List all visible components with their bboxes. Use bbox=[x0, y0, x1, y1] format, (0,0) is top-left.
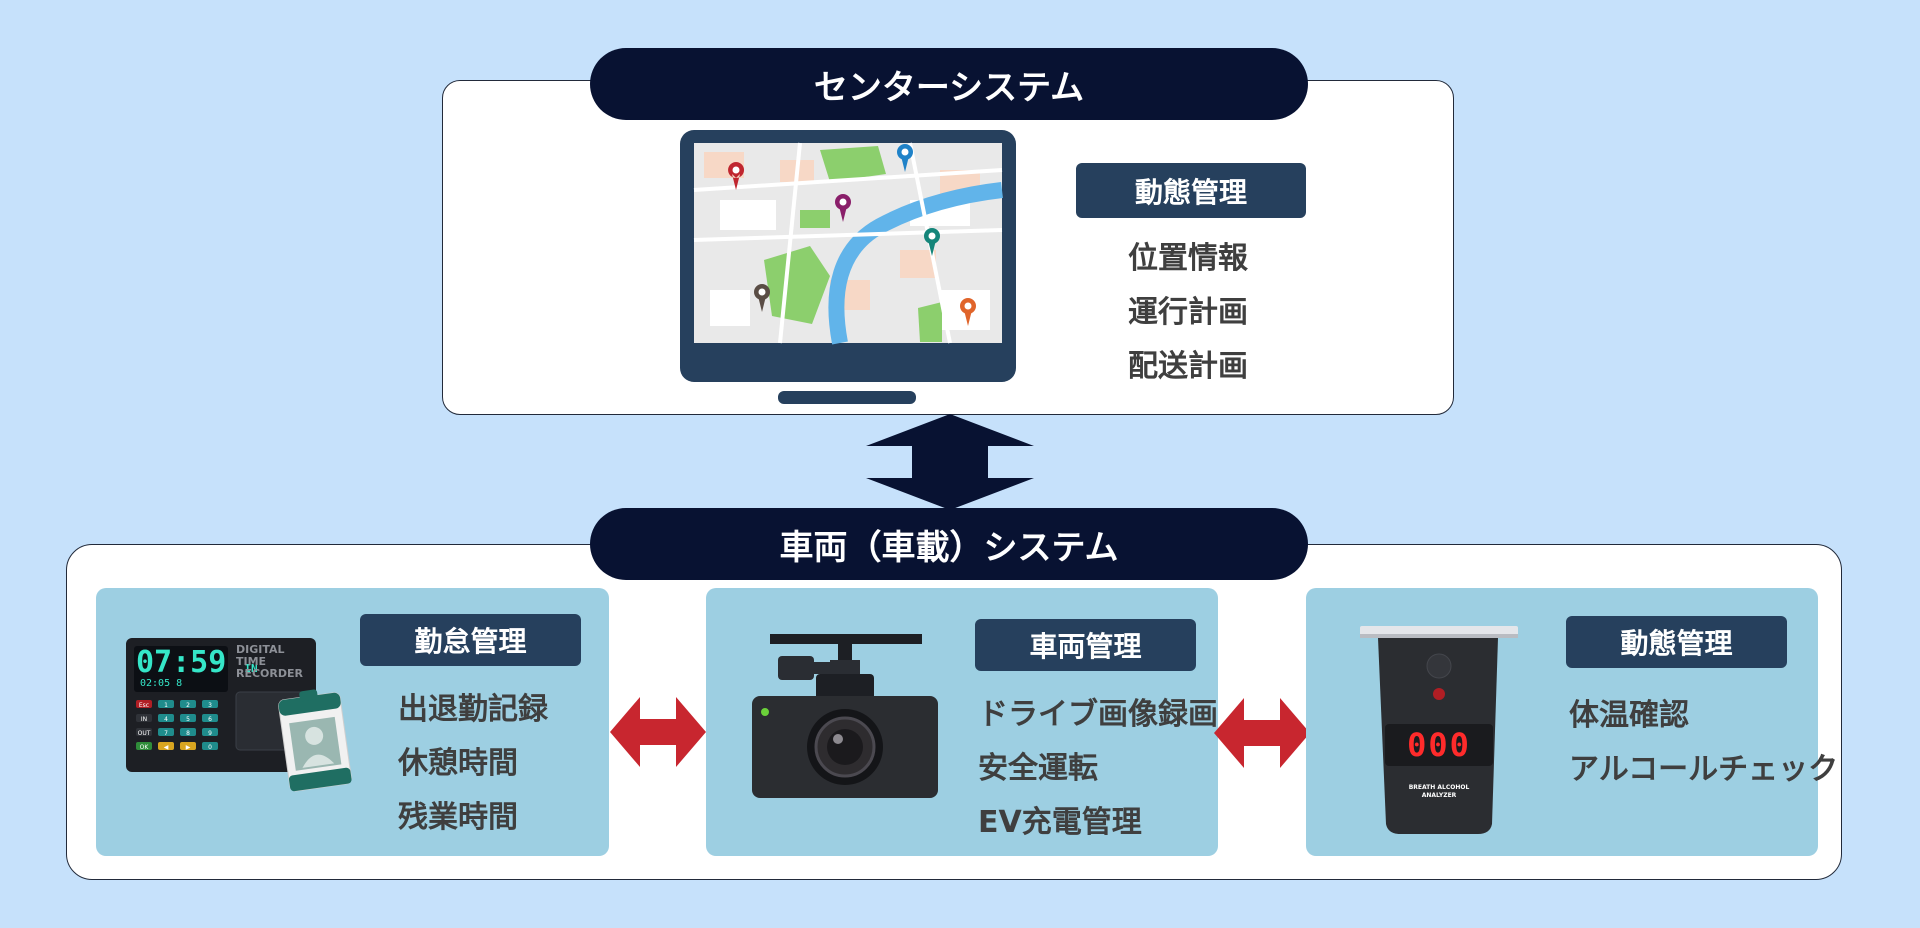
dashcam-image bbox=[750, 632, 940, 802]
attendance-item-list: 出退勤記録 休憩時間 残業時間 bbox=[398, 683, 548, 845]
breathalyzer-display: 000 bbox=[1407, 726, 1471, 764]
center-item-location: 位置情報 bbox=[1128, 241, 1248, 276]
breathalyzer-label: BREATH ALCOHOL ANALYZER bbox=[1408, 784, 1470, 799]
bidirectional-vertical-arrow-icon bbox=[862, 414, 1038, 510]
time-recorder-clock: 07:59 IN bbox=[136, 645, 258, 680]
dynamic-management-item-list: 体温確認 アルコールチェック bbox=[1569, 689, 1838, 797]
center-tag-dynamic-management: 動態管理 bbox=[1076, 163, 1306, 218]
time-recorder-keypad: 1 2 3 4 5 6 7 8 9 ◀ ▶ 0 bbox=[163, 702, 212, 751]
center-item-list: 位置情報 運行計画 配送計画 bbox=[1128, 232, 1248, 394]
map-pin-icon bbox=[728, 162, 745, 190]
dynamic-item-temperature-check: 体温確認 bbox=[1569, 698, 1689, 733]
bidirectional-horizontal-arrow-icon bbox=[610, 697, 706, 767]
monitor-map-image bbox=[680, 130, 1016, 406]
center-item-operation-plan: 運行計画 bbox=[1128, 295, 1248, 330]
attendance-item-overtime: 残業時間 bbox=[398, 800, 518, 835]
center-system-title: センターシステム bbox=[590, 48, 1308, 120]
attendance-item-break-time: 休憩時間 bbox=[398, 746, 518, 781]
vehicle-item-drive-recording: ドライブ画像録画 bbox=[978, 697, 1218, 732]
time-recorder-date: 02:05 8 bbox=[140, 678, 183, 689]
vehicle-management-item-list: ドライブ画像録画 安全運転 EV充電管理 bbox=[978, 688, 1218, 850]
bidirectional-horizontal-arrow-icon bbox=[1214, 698, 1310, 768]
time-recorder-keys-left: Esc IN OUT OK bbox=[137, 702, 151, 751]
dynamic-item-alcohol-check: アルコールチェック bbox=[1569, 752, 1839, 787]
vehicle-system-title: 車両（車載）システム bbox=[590, 508, 1308, 580]
attendance-tag: 勤怠管理 bbox=[360, 614, 581, 666]
dynamic-management-tag: 動態管理 bbox=[1566, 616, 1787, 668]
center-item-delivery-plan: 配送計画 bbox=[1128, 349, 1248, 384]
breathalyzer-image: 000 BREATH ALCOHOL ANALYZER bbox=[1358, 624, 1520, 836]
vehicle-management-tag: 車両管理 bbox=[975, 619, 1196, 671]
vehicle-item-safe-driving: 安全運転 bbox=[978, 751, 1098, 786]
vehicle-item-ev-charging: EV充電管理 bbox=[978, 805, 1142, 840]
time-recorder-image: 07:59 IN 02:05 8 DIGITAL TIME RECORDER E… bbox=[124, 632, 356, 796]
time-recorder-caption: DIGITAL TIME RECORDER bbox=[236, 643, 303, 680]
attendance-item-clock-in-out: 出退勤記録 bbox=[398, 692, 548, 727]
